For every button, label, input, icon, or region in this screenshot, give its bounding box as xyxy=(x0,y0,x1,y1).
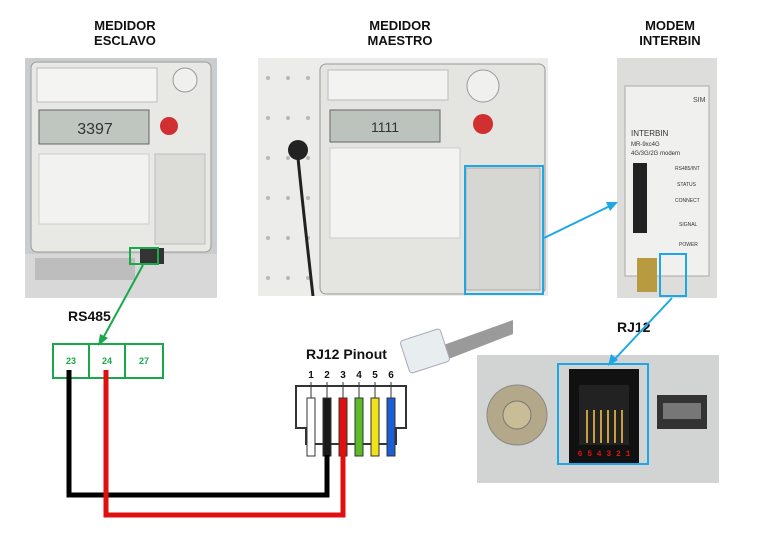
pin-number-3: 3 xyxy=(340,370,346,381)
slave-rs485-terminal-highlight xyxy=(129,247,159,265)
pin-wire-2 xyxy=(322,397,332,457)
master-title-line1: MEDIDOR xyxy=(369,18,431,33)
master-meter-title: MEDIDOR MAESTRO xyxy=(345,18,455,48)
black-wire xyxy=(66,370,330,498)
rj12-connector-outline xyxy=(295,385,407,445)
terminal-27: 27 xyxy=(124,343,164,379)
master-meter-drawing: 1111 xyxy=(258,58,548,296)
terminal-23: 23 xyxy=(52,343,90,379)
modem-led-connect: CONNECT xyxy=(675,198,700,204)
rj12-socket-drawing xyxy=(477,355,719,483)
pin-number-2: 2 xyxy=(324,370,330,381)
slave-title-line2: ESCLAVO xyxy=(94,33,156,48)
red-wire xyxy=(103,370,346,518)
pin-number-4: 4 xyxy=(356,370,362,381)
slave-meter-title: MEDIDOR ESCLAVO xyxy=(70,18,180,48)
terminal-24: 24 xyxy=(88,343,126,379)
rj12-label: RJ12 xyxy=(617,319,651,335)
pin-wire-1 xyxy=(306,397,316,457)
rj12-plug-photo xyxy=(398,312,513,382)
modem-led-power: POWER xyxy=(679,242,698,248)
modem-drawing: SIM INTERBIN MR-9xc4G 4G/3G/2G modem RS4… xyxy=(617,58,717,298)
slave-title-line1: MEDIDOR xyxy=(94,18,156,33)
pin-wire-4 xyxy=(354,397,364,457)
modem-title-line1: MODEM xyxy=(645,18,695,33)
modem-rj12-highlight xyxy=(659,253,687,297)
rj12-plug-drawing xyxy=(398,312,513,382)
modem-led-status: STATUS xyxy=(677,182,697,188)
pin-wire-3 xyxy=(338,397,348,457)
modem-photo: SIM INTERBIN MR-9xc4G 4G/3G/2G modem RS4… xyxy=(617,58,717,298)
modem-desc: 4G/3G/2G modem xyxy=(631,151,680,157)
master-meter-photo: 1111 xyxy=(258,58,548,296)
socket-pin-numbers: 6 5 4 3 2 1 xyxy=(577,450,631,459)
slave-lcd-reading: 3397 xyxy=(77,121,113,138)
master-title-line2: MAESTRO xyxy=(367,33,433,48)
modem-model: MR-9xc4G xyxy=(631,142,660,148)
pin-number-5: 5 xyxy=(372,370,378,381)
master-to-modem-line xyxy=(543,204,613,239)
modem-title-line2: INTERBIN xyxy=(639,33,701,48)
pin-number-6: 6 xyxy=(388,370,394,381)
modem-brand: INTERBIN xyxy=(631,129,669,138)
pin-wire-6 xyxy=(386,397,396,457)
pin-number-1: 1 xyxy=(308,370,314,381)
modem-led-signal: SIGNAL xyxy=(679,222,698,228)
master-modem-highlight xyxy=(464,165,544,295)
rs485-label: RS485 xyxy=(68,308,111,324)
modem-led-rs485: RS485/INT xyxy=(675,166,700,172)
rj12-socket-highlight xyxy=(557,363,649,465)
slave-meter-photo: 3397 xyxy=(25,58,217,298)
rj12-socket-photo xyxy=(477,355,719,483)
master-lcd-reading: 1111 xyxy=(371,119,399,135)
rj12-pinout-label: RJ12 Pinout xyxy=(306,346,387,362)
modem-sim-label: SIM xyxy=(693,97,706,104)
modem-title: MODEM INTERBIN xyxy=(615,18,725,48)
slave-meter-drawing: 3397 xyxy=(25,58,217,298)
pin-wire-5 xyxy=(370,397,380,457)
